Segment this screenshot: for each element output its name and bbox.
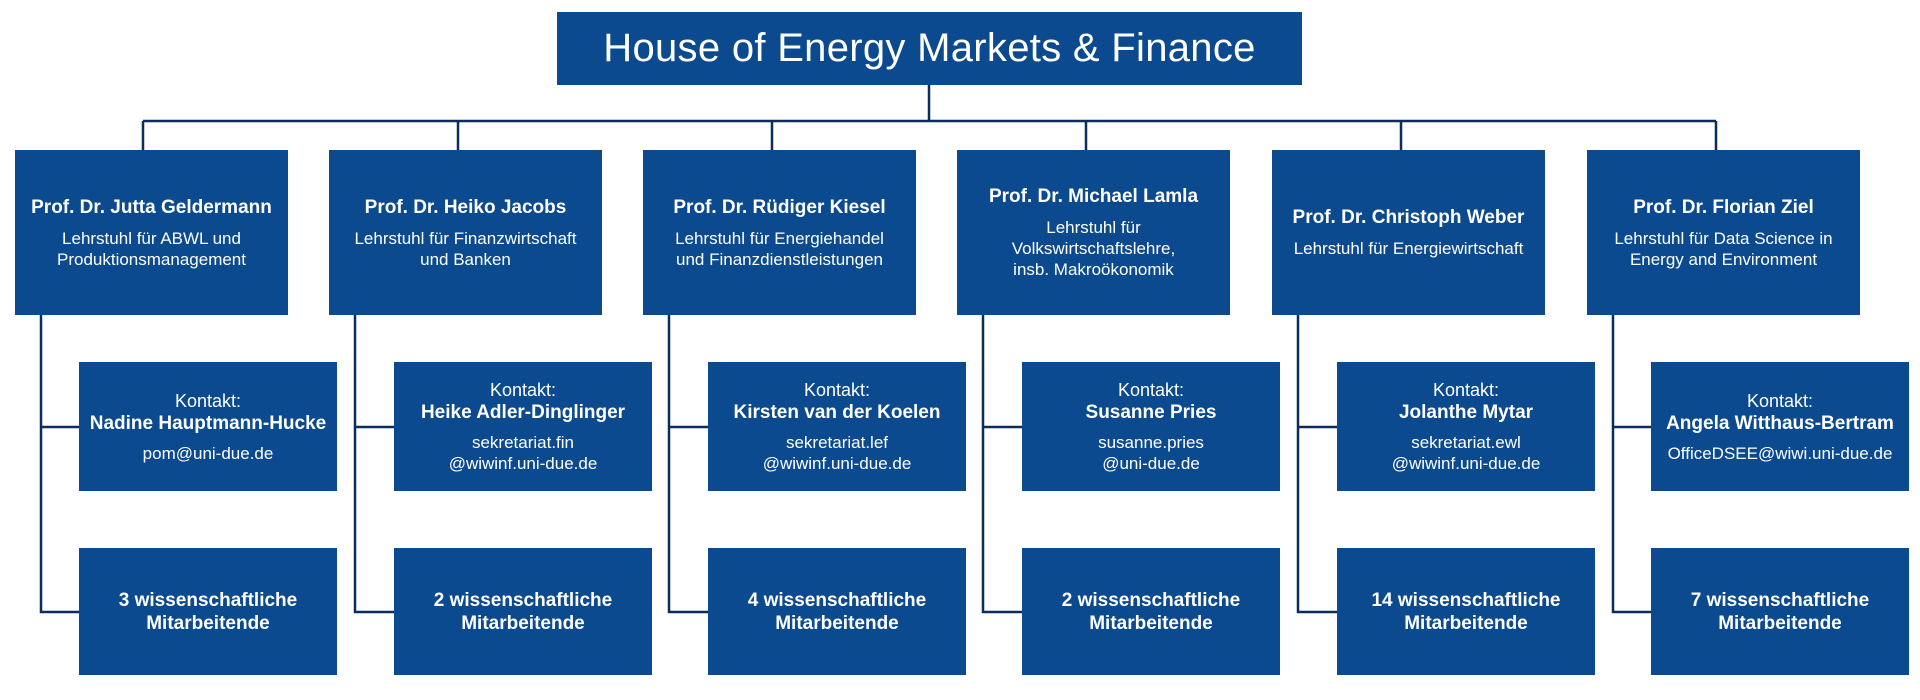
branch-line-5 — [1296, 315, 1337, 614]
chair-title: Lehrstuhl für ABWL und Produktionsmanage… — [56, 228, 246, 269]
branch-line-1 — [39, 315, 79, 614]
chair-title: Lehrstuhl für Energiewirtschaft — [1293, 239, 1524, 258]
staff-count: 2 wissenschaftliche Mitarbeitende — [1061, 589, 1241, 634]
contact-name: Jolanthe Mytar — [1398, 402, 1534, 423]
branch-line-2 — [353, 315, 394, 614]
professor-box-ziel: Prof. Dr. Florian Ziel Lehrstuhl für Dat… — [1587, 150, 1860, 315]
contact-email: sekretariat.lef @wiwinf.uni-due.de — [762, 433, 912, 473]
staff-box-kiesel: 4 wissenschaftliche Mitarbeitende — [708, 548, 966, 675]
contact-email: OfficeDSEE@wiwi.uni-due.de — [1667, 443, 1893, 463]
professor-name: Prof. Dr. Rüdiger Kiesel — [673, 196, 886, 218]
professor-box-lamla: Prof. Dr. Michael Lamla Lehrstuhl für Vo… — [957, 150, 1230, 315]
contact-label: Kontakt: — [803, 380, 871, 400]
contact-box-kiesel: Kontakt: Kirsten van der Koelen sekretar… — [708, 362, 966, 491]
contact-box-jacobs: Kontakt: Heike Adler-Dinglinger sekretar… — [394, 362, 652, 491]
staff-count: 7 wissenschaftliche Mitarbeitende — [1690, 589, 1870, 634]
contact-name: Angela Witthaus-Bertram — [1666, 412, 1894, 434]
contact-box-weber: Kontakt: Jolanthe Mytar sekretariat.ewl … — [1337, 362, 1595, 491]
contact-email: sekretariat.ewl @wiwinf.uni-due.de — [1391, 433, 1541, 473]
title-box: House of Energy Markets & Finance — [557, 12, 1302, 85]
chair-title: Lehrstuhl für Volkswirtschaftslehre, ins… — [1011, 218, 1176, 279]
professor-name: Prof. Dr. Christoph Weber — [1292, 207, 1525, 228]
staff-count: 14 wissenschaftliche Mitarbeitende — [1371, 589, 1561, 634]
branch-line-6 — [1611, 315, 1651, 614]
contact-name: Kirsten van der Koelen — [733, 402, 941, 423]
contact-name: Susanne Pries — [1085, 402, 1217, 423]
chair-title: Lehrstuhl für Energiehandel und Finanzdi… — [675, 228, 884, 269]
professor-name: Prof. Dr. Michael Lamla — [988, 186, 1199, 207]
page-title: House of Energy Markets & Finance — [603, 26, 1256, 70]
staff-box-geldermann: 3 wissenschaftliche Mitarbeitende — [79, 548, 337, 675]
contact-label: Kontakt: — [1117, 380, 1185, 400]
professor-name: Prof. Dr. Heiko Jacobs — [364, 196, 567, 218]
contact-email: sekretariat.fin @wiwinf.uni-due.de — [448, 433, 598, 473]
staff-count: 3 wissenschaftliche Mitarbeitende — [118, 589, 298, 634]
contact-email: susanne.pries @uni-due.de — [1098, 433, 1204, 473]
contact-label: Kontakt: — [1746, 390, 1814, 411]
staff-count: 4 wissenschaftliche Mitarbeitende — [747, 589, 927, 634]
staff-box-jacobs: 2 wissenschaftliche Mitarbeitende — [394, 548, 652, 675]
professor-box-jacobs: Prof. Dr. Heiko Jacobs Lehrstuhl für Fin… — [329, 150, 602, 315]
contact-box-lamla: Kontakt: Susanne Pries susanne.pries @un… — [1022, 362, 1280, 491]
chair-title: Lehrstuhl für Finanzwirtschaft und Banke… — [354, 228, 577, 269]
contact-name: Heike Adler-Dinglinger — [420, 402, 626, 423]
contact-label: Kontakt: — [174, 390, 242, 411]
contact-name: Nadine Hauptmann-Hucke — [89, 412, 327, 434]
contact-email: pom@uni-due.de — [142, 443, 274, 463]
contact-box-geldermann: Kontakt: Nadine Hauptmann-Hucke pom@uni-… — [79, 362, 337, 491]
professor-box-geldermann: Prof. Dr. Jutta Geldermann Lehrstuhl für… — [15, 150, 288, 315]
chair-title: Lehrstuhl für Data Science in Energy and… — [1614, 228, 1833, 269]
contact-box-ziel: Kontakt: Angela Witthaus-Bertram OfficeD… — [1651, 362, 1909, 491]
branch-line-3 — [667, 315, 708, 614]
professor-box-weber: Prof. Dr. Christoph Weber Lehrstuhl für … — [1272, 150, 1545, 315]
staff-box-lamla: 2 wissenschaftliche Mitarbeitende — [1022, 548, 1280, 675]
staff-box-ziel: 7 wissenschaftliche Mitarbeitende — [1651, 548, 1909, 675]
branch-line-4 — [981, 315, 1022, 614]
professor-box-kiesel: Prof. Dr. Rüdiger Kiesel Lehrstuhl für E… — [643, 150, 916, 315]
contact-label: Kontakt: — [1432, 380, 1500, 400]
contact-label: Kontakt: — [489, 380, 557, 400]
professor-name: Prof. Dr. Florian Ziel — [1633, 196, 1814, 218]
staff-box-weber: 14 wissenschaftliche Mitarbeitende — [1337, 548, 1595, 675]
staff-count: 2 wissenschaftliche Mitarbeitende — [433, 589, 613, 634]
professor-name: Prof. Dr. Jutta Geldermann — [31, 196, 272, 218]
